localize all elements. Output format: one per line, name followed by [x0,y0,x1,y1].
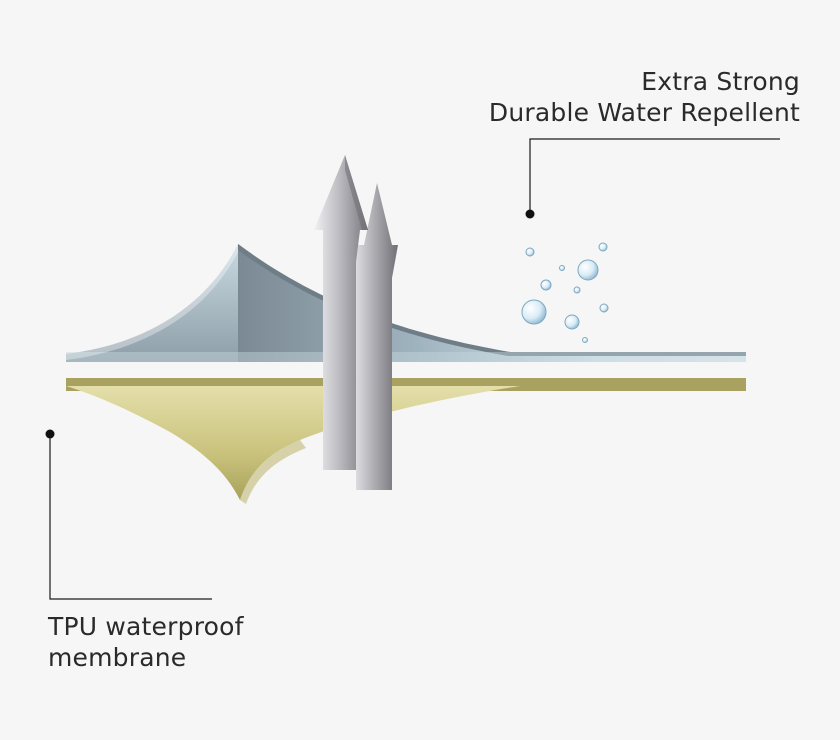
vapor-arrow-icon [314,155,398,490]
tpu-leader-line [45,429,212,600]
water-droplet-icon [599,303,609,313]
water-droplet-icon [573,286,581,294]
dwr-label: Extra Strong Durable Water Repellent [489,66,800,128]
water-droplet-icon [559,265,565,271]
tpu-label: TPU waterproof membrane [48,611,244,673]
dwr-label-line-1: Extra Strong [641,67,800,96]
water-droplet-icon [564,314,580,330]
water-droplet-icon [540,279,552,291]
tpu-label-line-1: TPU waterproof [48,612,244,641]
dwr-label-line-2: Durable Water Repellent [488,98,800,127]
tpu-label-line-2: membrane [48,643,187,672]
water-droplet-icon [521,299,547,325]
outer-shell-layer [66,244,746,362]
water-droplet-icon [525,247,535,257]
water-droplets [521,242,609,343]
dwr-leader-line [525,138,780,219]
tpu-membrane-layer [66,378,746,504]
water-droplet-icon [582,337,588,343]
water-droplet-icon [598,242,608,252]
water-droplet-icon [577,259,599,281]
